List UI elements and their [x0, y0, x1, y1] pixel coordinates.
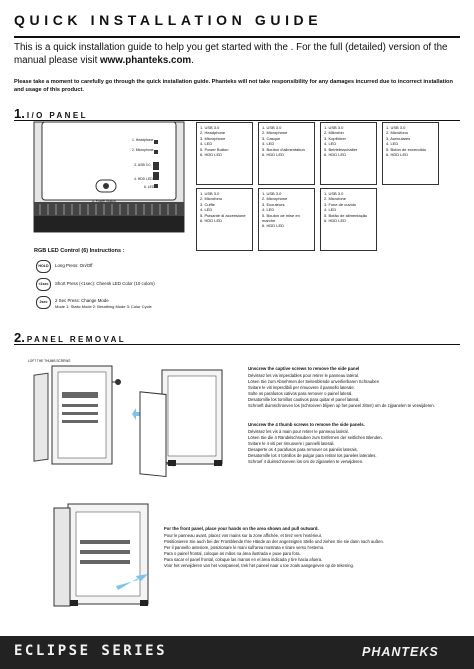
section-removal-label: PANEL REMOVAL [26, 335, 127, 344]
front-panel-it: Per il pannello anteriore, posizionare l… [164, 545, 325, 550]
callout-power-button: 5. Power Button [92, 199, 117, 203]
thumb-screw-fr: Dévissez les vis à main pour retirer le … [248, 429, 349, 434]
side-panel-es: Desatornille los tornillos cautivos para… [248, 397, 360, 402]
lang-box-1: 1. USB 3.0 2. Headphone 3. Microphone 4.… [196, 122, 253, 185]
lang-box-7: 1. USB 3.0 2. Microfone 3. Fone de ouvid… [320, 188, 377, 251]
side-panel-it: Svitare le viti imperdibili per rimuover… [248, 385, 355, 390]
two-sec-button-icon: 2sec [36, 296, 51, 309]
thumb-screw-heading: Unscrew the 4 thumb screws to remove the… [248, 422, 365, 427]
side-panel-illustration [33, 365, 223, 478]
brand-logo: PHANTEKS [362, 645, 439, 659]
side-panel-heading: Unscrew the captive screws to remove the… [248, 366, 360, 371]
callout-hdd-led: 4. HDD LED [134, 177, 153, 181]
rgb-short-press: Short Press (<1sec): Cheesk LED Color (1… [55, 281, 155, 286]
callout-microphone: 2. Microphone [132, 148, 154, 152]
section-io-number: 1. [14, 106, 25, 121]
thumb-screw-es: Desatornille los 4 tornillos de pulgar p… [248, 453, 377, 458]
section-io-rule [14, 120, 460, 121]
front-panel-fr: Pour le panneau avant, placez vos mains … [164, 533, 323, 538]
section-removal-rule [14, 344, 460, 345]
lang-box-3: 1. USB 3.0 2. Mikrofon 3. Kopfhörer 4. L… [320, 122, 377, 185]
lang-box-6: 1. USB 3.0 2. Microphone 3. Ecouteurs 4.… [258, 188, 315, 251]
section-io-label: I/O PANEL [26, 111, 88, 120]
callout-headphone: 1. Headphone [132, 138, 154, 142]
thumb-screw-label: LOFT THE THUMB SCREWS [28, 359, 71, 363]
section-io-heading: 1.I/O PANEL [14, 106, 88, 121]
rgb-modes: Mode 1: Static Mode 2: Breathing Mode 3:… [55, 304, 152, 309]
lang-box-4: 1. USB 3.0 2. Micrófono 3. Auriculares 4… [382, 122, 439, 185]
io-panel-illustration [33, 121, 185, 233]
rgb-two-sec-press: 2 Sec Press: Change Mode [55, 298, 109, 303]
page-title: QUICK INSTALLATION GUIDE [14, 12, 323, 28]
front-panel-nl: Voor het verwijderen van het voorpaneel,… [164, 563, 354, 568]
thumb-screw-nl: Schroef 4 duimschroeven los om de zijpan… [248, 459, 364, 464]
side-panel-fr: Dévissez les vis imperdables pour retire… [248, 373, 360, 378]
hold-button-icon: HOLD [36, 260, 51, 273]
thumb-screw-it: Svitare le 4 viti per rimuovere i pannel… [248, 441, 335, 446]
front-panel-es: Para sacar el panel frontal, coloque las… [164, 557, 323, 562]
section-removal-number: 2. [14, 330, 25, 345]
side-panel-de: Lösen Sie zum Abnehmen der Seitenblende … [248, 379, 380, 384]
lang-box-2: 1. USB 3.0 2. Microphone 3. Casque 4. LE… [258, 122, 315, 185]
intro-end: . [191, 54, 194, 66]
lang-box-5: 1. USB 3.0 2. Microfono 3. Cuffie 4. LED… [196, 188, 253, 251]
disclaimer: Please take a moment to carefully go thr… [14, 79, 453, 93]
series-logo: ECLIPSE SERIES [14, 643, 168, 659]
short-press-button-icon: <1sec [36, 278, 51, 291]
rgb-title: RGB LED Control (6) Instructions : [34, 248, 125, 254]
intro-body: This is a quick installation guide to he… [14, 42, 448, 66]
intro-text: This is a quick installation guide to he… [14, 42, 460, 67]
side-panel-nl: Schroeft duimschroeven los (schroeven bl… [248, 403, 435, 408]
side-panel-pt: Solte os parafusos cativos para remover … [248, 391, 353, 396]
callout-led: 6. LED [144, 185, 155, 189]
manual-link[interactable]: www.phanteks.com [100, 54, 192, 66]
front-panel-heading: For the front panel, place your hands on… [164, 526, 319, 531]
footer-bar [0, 636, 474, 669]
rgb-long-press: Long Press: On/Off [55, 263, 93, 268]
front-panel-pt: Para o painel frontal, coloque as mãos n… [164, 551, 301, 556]
front-panel-de: Positionieren Sie auch bei der Frontblen… [164, 539, 384, 544]
section-removal-heading: 2.PANEL REMOVAL [14, 330, 126, 345]
callout-usb: 3. USB 3.0 [134, 163, 151, 167]
front-panel-illustration [53, 503, 149, 607]
thumb-screw-de: Lösen Sie die 4 Rändelschrauben zum Entf… [248, 435, 383, 440]
title-rule [14, 36, 460, 38]
thumb-screw-pt: Desaperte os 4 parafusos para remover os… [248, 447, 358, 452]
